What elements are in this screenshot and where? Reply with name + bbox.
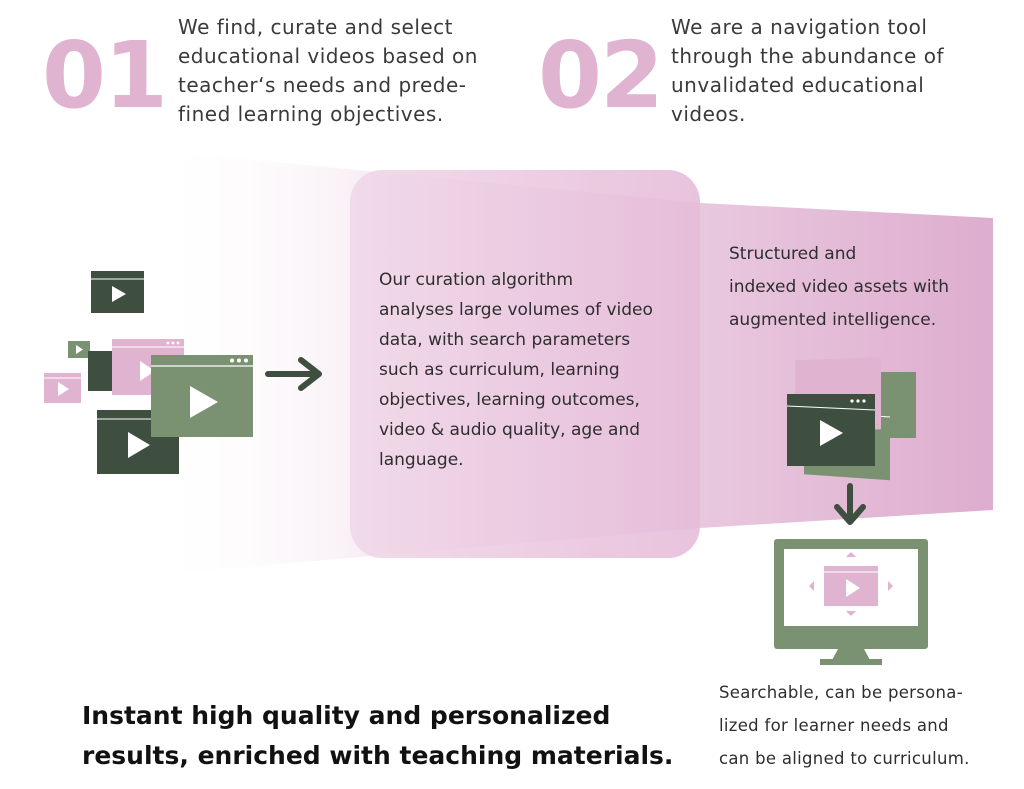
monitor-icon	[774, 539, 928, 665]
arrow-right-icon	[265, 357, 322, 391]
searchable-caption: Searchable, can be persona- lized for le…	[719, 683, 970, 768]
headline: Instant high quality and personalized re…	[82, 701, 674, 770]
step-number-02: 02	[538, 22, 664, 129]
step-number-01: 01	[42, 22, 168, 129]
algorithm-description: Our curation algorithm analyses large vo…	[379, 270, 653, 470]
algorithm-box	[350, 170, 700, 558]
step-text-01: We find, curate and select educational v…	[178, 15, 478, 126]
arrow-down-icon	[834, 483, 866, 525]
structured-assets-text: Structured and indexed video assets with…	[729, 244, 950, 330]
video-cluster-icon	[44, 271, 253, 474]
play-icon	[112, 286, 126, 302]
stacked-videos-icon	[786, 357, 916, 481]
step-text-02: We are a navigation tool through the abu…	[671, 15, 944, 126]
